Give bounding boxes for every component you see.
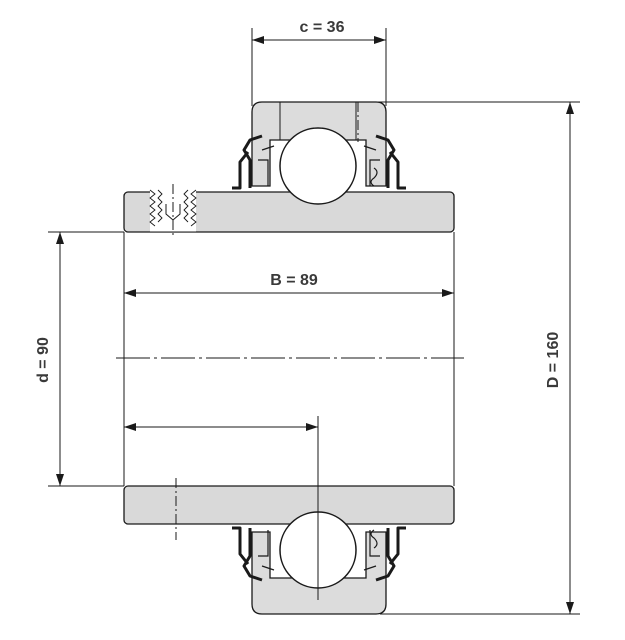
seal-top-right [363,134,406,190]
ball-top [279,127,357,205]
dimension-c: c = 36 [251,19,387,106]
dimension-d-label: d = 90 [35,337,52,383]
dimension-B-label: B = 89 [270,272,318,289]
dimension-D: D = 160 [340,101,580,615]
dimension-c-label: c = 36 [300,19,345,36]
dimension-B: B = 89 [124,272,454,297]
inner-ring-bottom-section [123,485,455,525]
seal-top-left [232,134,275,190]
inner-ring [123,191,455,525]
dimension-d: d = 90 [35,231,124,487]
seal-bottom-right [363,526,406,582]
seal-bottom-left [232,526,275,582]
set-screw [149,184,197,238]
outer-ring-bottom [251,531,387,615]
dimension-D-label: D = 160 [545,332,562,389]
inner-ring-top-section [123,191,455,233]
